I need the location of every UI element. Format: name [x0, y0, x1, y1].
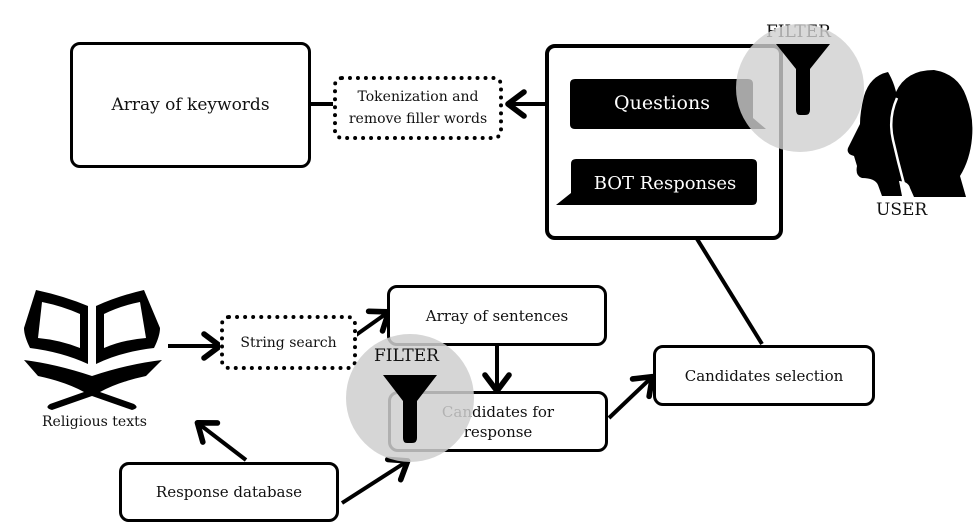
string-search-label: String search [240, 334, 337, 351]
bot-responses-label: BOT Responses [593, 173, 737, 194]
candidates-for-response-line2: response [463, 422, 533, 441]
tokenization-box: Tokenization and remove filler words [333, 76, 503, 140]
arrow-database-to-religious-texts [194, 419, 248, 462]
chat-window-box [545, 44, 783, 240]
response-database-box: Response database [119, 462, 339, 522]
questions-label: Questions [614, 92, 710, 114]
religious-texts-label: Religious texts [42, 414, 147, 430]
candidates-selection-label: Candidates selection [684, 366, 844, 385]
user-label: USER [876, 200, 928, 220]
candidates-for-response-line1: Candidates for [441, 402, 555, 421]
filter-bottom-label: FILTER [374, 346, 439, 366]
tokenization-label-line1: Tokenization and [357, 89, 479, 105]
arrow-database-to-filter [340, 456, 411, 505]
arrow-string-search-to-sentences [354, 308, 392, 337]
array-of-keywords-label: Array of keywords [111, 95, 270, 115]
array-of-sentences-label: Array of sentences [425, 306, 569, 325]
tokenization-label-line2: remove filler words [348, 111, 488, 127]
response-database-label: Response database [155, 483, 303, 501]
candidates-for-response-box: Candidates for response [388, 391, 608, 452]
filter-top-label: FILTER [766, 22, 831, 42]
string-search-box: String search [220, 315, 357, 370]
candidates-selection-box: Candidates selection [653, 345, 875, 406]
arrow-candidates-to-selection [607, 373, 656, 420]
array-of-sentences-box: Array of sentences [387, 285, 607, 346]
array-of-keywords-box: Array of keywords [70, 42, 311, 168]
